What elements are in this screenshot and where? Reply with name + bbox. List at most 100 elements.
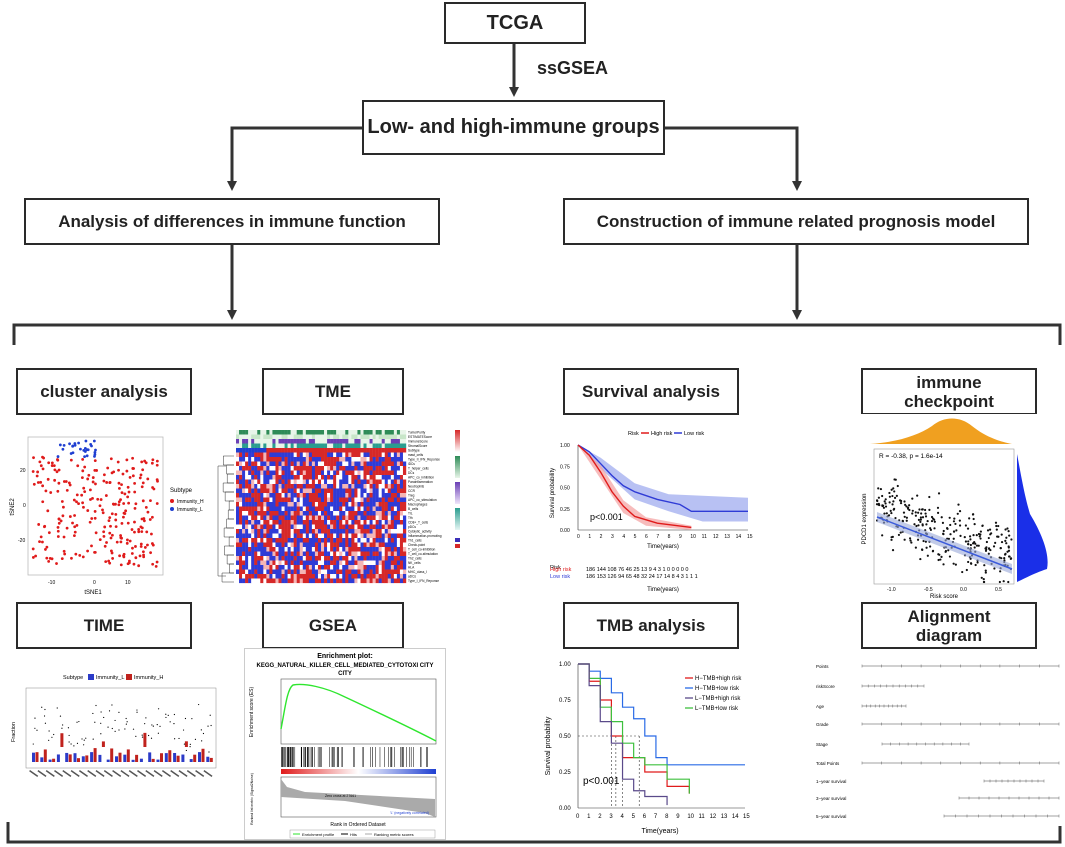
scatter-point (994, 521, 998, 524)
heatmap-cell (327, 542, 331, 548)
heatmap-cell (357, 430, 361, 435)
tsne-point (94, 531, 98, 535)
scatter-point (983, 564, 986, 567)
heatmap-cell (260, 434, 264, 440)
km-xtick: 12 (713, 534, 719, 540)
heatmap-cell (324, 439, 328, 444)
heatmap-cell (360, 538, 364, 543)
heatmap-cell (372, 578, 376, 584)
box-outlier (108, 710, 111, 712)
heatmap-cell (372, 466, 376, 471)
heatmap-cell (287, 515, 291, 521)
scatter-point (971, 513, 975, 516)
heatmap-cell (302, 497, 307, 503)
heatmap-cell (336, 533, 340, 539)
tsne-point (63, 552, 67, 556)
heatmap-cell (296, 443, 300, 449)
tsne-point (133, 506, 137, 510)
heatmap-cell (290, 569, 294, 575)
right-branch-label: Construction of immune related prognosis… (596, 211, 996, 231)
bracket-bottom (6, 822, 1062, 844)
heatmap-cell (327, 484, 331, 489)
heatmap-cell (402, 493, 407, 498)
scatter-point (998, 580, 1001, 584)
heatmap-cell (239, 533, 243, 539)
box-outlier (92, 712, 94, 715)
tsne-point (132, 562, 136, 566)
heatmap-cell (245, 524, 249, 530)
scatter-point (903, 500, 906, 503)
heatmap-cell (333, 520, 337, 525)
heatmap-cell (387, 488, 392, 494)
heatmap-cell (263, 452, 267, 458)
heatmap-cell (281, 434, 285, 440)
heatmap-cell (348, 533, 352, 539)
heatmap-cell (311, 475, 316, 480)
heatmap-cell (299, 502, 303, 507)
heatmap-cell (257, 452, 261, 458)
scatter-point (930, 515, 934, 519)
heatmap-cell (314, 506, 319, 512)
heatmap-cell (390, 569, 395, 575)
box-outlier (68, 741, 70, 743)
heatmap-cell (272, 497, 276, 503)
tsne-point (44, 489, 48, 493)
heatmap-cell (339, 533, 343, 539)
heatmap-cell (402, 479, 407, 485)
heatmap-cell (314, 461, 319, 467)
heatmap-cell (348, 551, 352, 557)
heatmap-cell (348, 538, 352, 543)
tsne-point (134, 502, 138, 506)
heatmap-cell (317, 443, 322, 449)
scatter-point (914, 511, 917, 514)
heatmap-cell (354, 560, 358, 566)
heatmap-cell (345, 475, 349, 480)
scatter-point (928, 508, 931, 511)
box-h (184, 741, 188, 747)
scatter-point (891, 494, 894, 498)
heatmap-cell (357, 502, 361, 507)
heatmap-cell (317, 556, 322, 561)
tsne-point (86, 549, 90, 553)
box-outlier (191, 718, 193, 720)
heatmap-cell (260, 448, 264, 453)
heatmap-cell (396, 569, 401, 575)
heatmap-cell (396, 475, 401, 480)
tsne-point (101, 511, 105, 515)
heatmap-cell (257, 493, 261, 498)
heatmap-cell (378, 578, 382, 584)
heatmap-cell (387, 443, 392, 449)
scatter-point (984, 549, 988, 552)
heatmap-cell (327, 457, 331, 462)
scatter-point (905, 516, 908, 519)
heatmap-cell (366, 574, 370, 579)
heatmap-cell (402, 574, 407, 579)
tsne-point (119, 563, 123, 567)
heatmap-cell (345, 434, 349, 440)
heatmap-cell (381, 484, 385, 489)
scatter-point (992, 545, 996, 548)
heatmap-cell (311, 461, 316, 467)
tsne-point (56, 458, 59, 461)
heatmap-cell (327, 574, 331, 579)
heatmap-cell (236, 493, 240, 498)
tsne-point (114, 525, 118, 529)
heatmap-cell (254, 502, 258, 507)
heatmap-cell (236, 524, 240, 530)
heatmap-cell (254, 430, 258, 435)
heatmap-cell (314, 533, 319, 539)
heatmap-cell (314, 452, 319, 458)
heatmap-cell (402, 439, 407, 444)
heatmap-cell (354, 529, 358, 534)
scatter-point (1004, 539, 1007, 542)
heatmap-cell (272, 434, 276, 440)
heatmap-cell (348, 560, 352, 566)
heatmap-cell (239, 443, 243, 449)
heatmap-cell (317, 574, 322, 579)
heatmap-cell (342, 511, 346, 516)
heatmap-cell (308, 542, 313, 548)
scatter-point (919, 516, 923, 519)
heatmap-cell (330, 439, 334, 444)
heatmap-cell (351, 497, 355, 503)
